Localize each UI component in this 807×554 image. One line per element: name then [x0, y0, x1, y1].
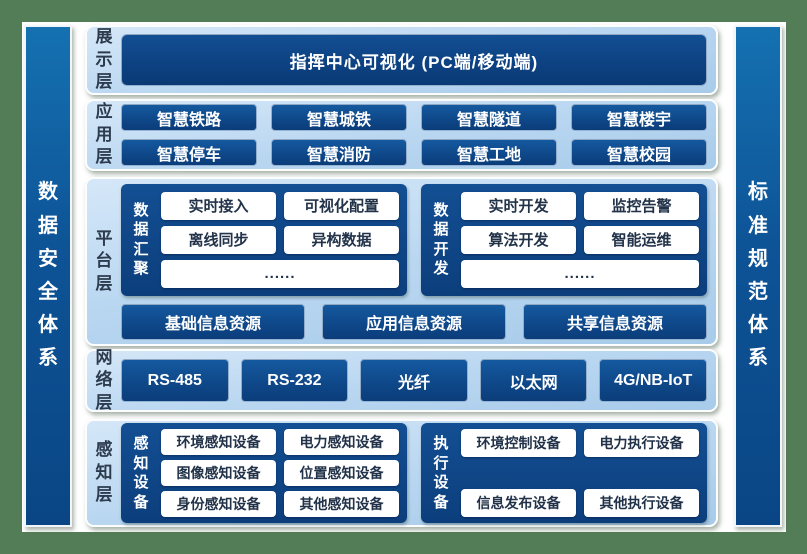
data-development-label: 数据开发 — [433, 201, 449, 278]
device-item-info-publish: 信息发布设备 — [461, 489, 576, 517]
app-button-smart-parking: 智慧停车 — [121, 139, 257, 166]
device-item-image-sensing: 图像感知设备 — [161, 460, 276, 486]
sensing-devices-label: 感知设备 — [133, 435, 149, 511]
app-button-smart-building: 智慧楼宇 — [571, 104, 707, 131]
network-protocol-button-rs232: RS-232 — [240, 359, 349, 402]
perception-layer-label: 感知层 — [95, 440, 113, 505]
network-layer-content: RS-485 RS-232 光纤 以太网 4G/NB-IoT — [121, 359, 716, 402]
feature-item-algo-dev: 算法开发 — [461, 225, 576, 254]
more-item: ...... — [161, 259, 399, 288]
execution-devices-group: 执行设备 环境控制设备 电力执行设备 信息发布设备 其他执行设备 — [421, 423, 707, 523]
sensing-devices-group: 感知设备 环境感知设备 电力感知设备 图像感知设备 位置感知设备 身份感知设备 … — [121, 423, 407, 523]
data-aggregation-label: 数据汇聚 — [133, 201, 149, 278]
perception-layer-content: 感知设备 环境感知设备 电力感知设备 图像感知设备 位置感知设备 身份感知设备 … — [121, 423, 716, 523]
presentation-layer-content: 指挥中心可视化 (PC端/移动端) — [121, 34, 716, 86]
network-protocol-button-rs485: RS-485 — [121, 359, 229, 402]
feature-item-smart-ops: 智能运维 — [584, 225, 699, 254]
platform-layer-panel: 平台层 数据汇聚 实时接入 可视化配置 离线同步 异构数据 ...... — [85, 177, 718, 346]
resource-button-app-info: 应用信息资源 — [322, 303, 506, 340]
platform-layer-content: 数据汇聚 实时接入 可视化配置 离线同步 异构数据 ...... 数据开发 — [121, 183, 716, 340]
app-button-smart-site: 智慧工地 — [421, 139, 557, 166]
platform-layer-label: 平台层 — [95, 228, 113, 293]
resource-button-basic-info: 基础信息资源 — [121, 303, 305, 340]
feature-item-realtime-ingest: 实时接入 — [161, 191, 276, 220]
feature-item-offline-sync: 离线同步 — [161, 225, 276, 254]
network-layer-panel: 网络层 RS-485 RS-232 光纤 以太网 4G/NB-IoT — [85, 347, 718, 412]
device-item-other-sensing: 其他感知设备 — [284, 491, 399, 517]
app-button-smart-railway: 智慧铁路 — [121, 104, 257, 131]
app-button-smart-tunnel: 智慧隧道 — [421, 104, 557, 131]
feature-item-realtime-dev: 实时开发 — [461, 191, 576, 220]
application-layer-content: 智慧铁路 智慧城铁 智慧隧道 智慧楼宇 智慧停车 智慧消防 智慧工地 智慧校园 — [121, 104, 716, 166]
app-button-smart-fire: 智慧消防 — [271, 139, 407, 166]
command-center-box: 指挥中心可视化 (PC端/移动端) — [121, 34, 707, 86]
feature-item-hetero-data: 异构数据 — [284, 225, 399, 254]
device-item-env-sensing: 环境感知设备 — [161, 429, 276, 455]
network-protocol-button-ethernet: 以太网 — [479, 359, 588, 402]
resource-button-shared-info: 共享信息资源 — [523, 303, 707, 340]
device-item-location-sensing: 位置感知设备 — [284, 460, 399, 486]
application-layer-panel: 应用层 智慧铁路 智慧城铁 智慧隧道 智慧楼宇 智慧停车 智慧消防 智慧工地 智… — [85, 99, 718, 171]
network-protocol-button-fiber: 光纤 — [360, 359, 468, 402]
perception-layer-panel: 感知层 感知设备 环境感知设备 电力感知设备 图像感知设备 位置感知设备 身份感… — [85, 419, 718, 527]
standards-sidebar: 标准规范体系 — [734, 25, 782, 527]
device-item-env-control: 环境控制设备 — [461, 429, 576, 457]
network-protocol-button-4g-nbiot: 4G/NB-IoT — [599, 359, 707, 402]
device-item-power-execution: 电力执行设备 — [584, 429, 699, 457]
presentation-layer-label: 展示层 — [95, 27, 113, 92]
feature-item-monitor-alert: 监控告警 — [584, 191, 699, 220]
application-layer-label: 应用层 — [95, 102, 113, 167]
standards-label: 标准规范体系 — [748, 181, 768, 370]
app-button-smart-metro: 智慧城铁 — [271, 104, 407, 131]
network-layer-label: 网络层 — [95, 347, 113, 412]
more-item: ...... — [461, 259, 699, 288]
data-aggregation-group: 数据汇聚 实时接入 可视化配置 离线同步 异构数据 ...... — [121, 183, 407, 296]
data-development-group: 数据开发 实时开发 监控告警 算法开发 智能运维 ...... — [421, 183, 707, 296]
presentation-layer-panel: 展示层 指挥中心可视化 (PC端/移动端) — [85, 25, 718, 95]
app-button-smart-campus: 智慧校园 — [571, 139, 707, 166]
device-item-identity-sensing: 身份感知设备 — [161, 491, 276, 517]
data-security-label: 数据安全体系 — [38, 181, 58, 370]
device-item-other-execution: 其他执行设备 — [584, 489, 699, 517]
device-item-power-sensing: 电力感知设备 — [284, 429, 399, 455]
data-security-sidebar: 数据安全体系 — [24, 25, 72, 527]
execution-devices-label: 执行设备 — [433, 435, 449, 511]
feature-item-visual-config: 可视化配置 — [284, 191, 399, 220]
